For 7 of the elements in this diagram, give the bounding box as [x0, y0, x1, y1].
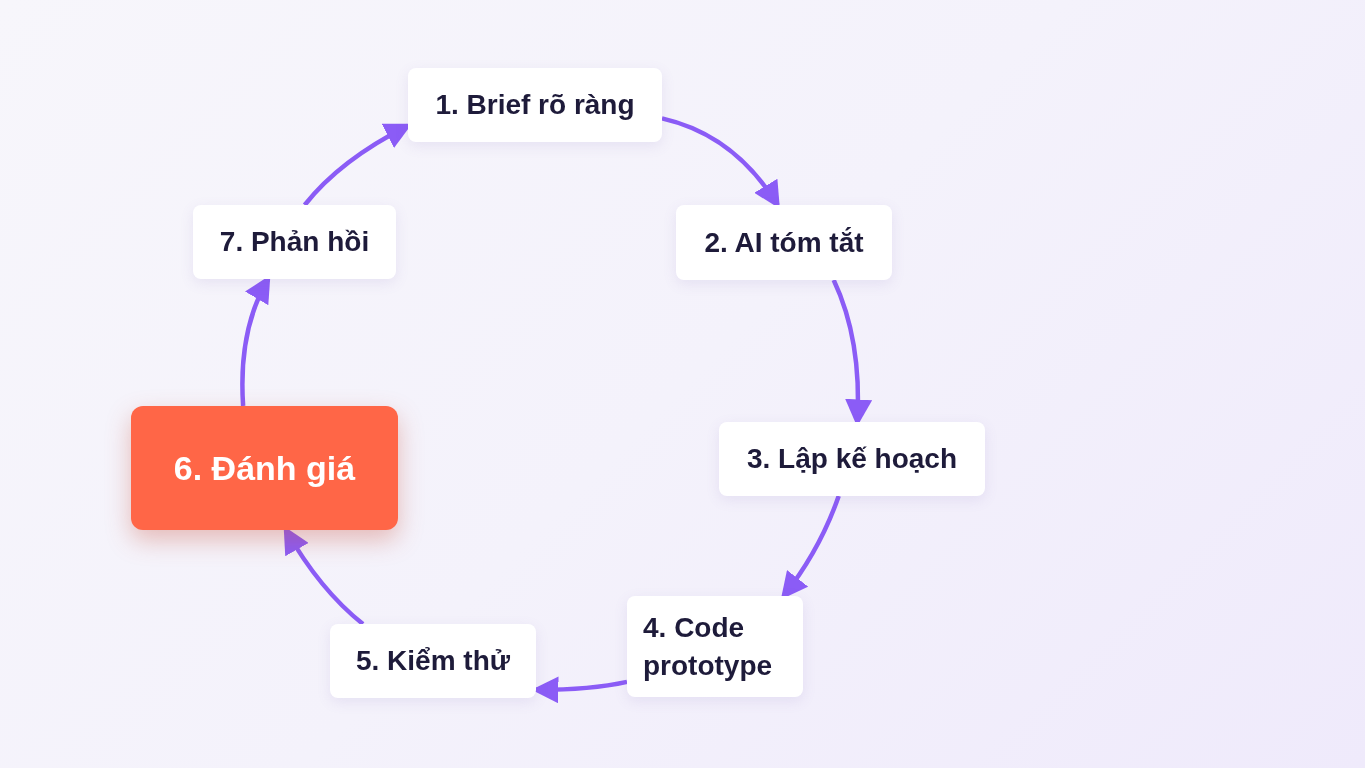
step-box: 3. Lập kế hoạch: [719, 422, 985, 496]
step-box: 2. AI tóm tắt: [676, 205, 892, 280]
step-box: 5. Kiểm thử: [330, 624, 536, 698]
highlighted-step-box: 6. Đánh giá: [131, 406, 398, 530]
step-box: 7. Phản hồi: [193, 205, 396, 279]
step-box: 1. Brief rõ ràng: [408, 68, 662, 142]
step-box: 4. Code prototype: [627, 596, 803, 697]
